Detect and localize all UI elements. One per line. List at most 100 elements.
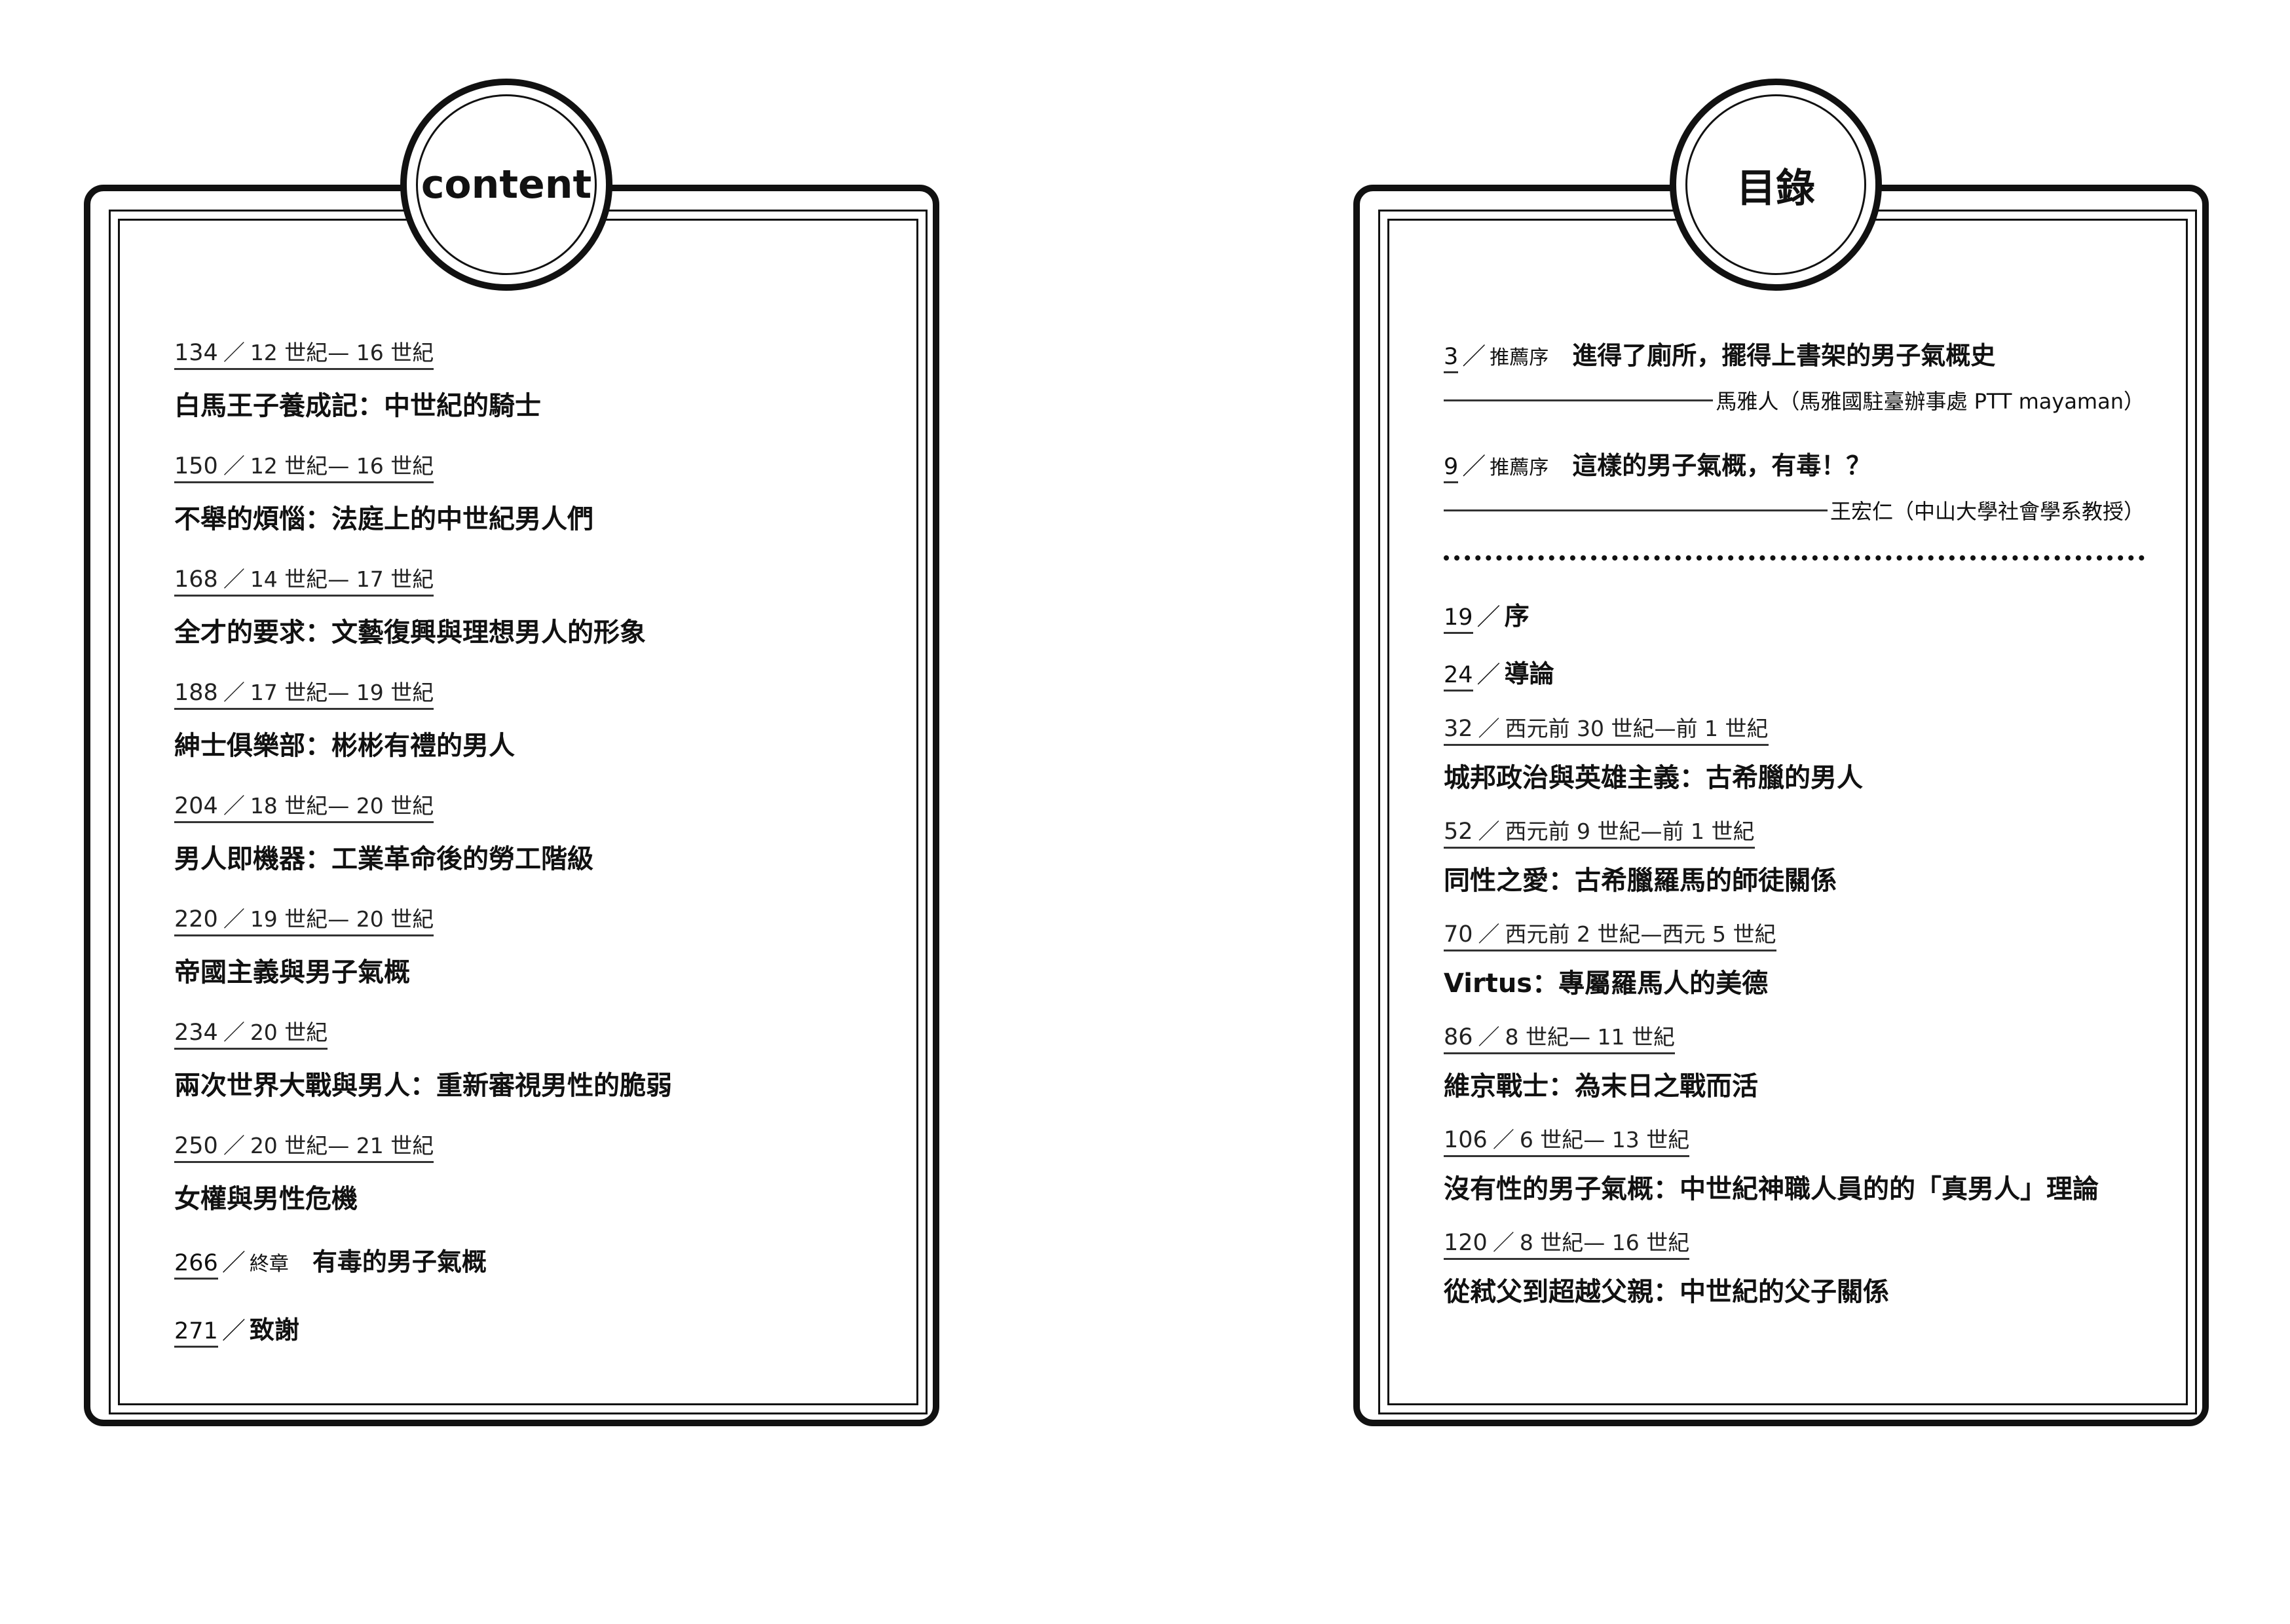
page-number: 234: [174, 1020, 218, 1046]
page-title: content: [421, 162, 592, 208]
separator: ／: [1478, 1024, 1500, 1050]
chapter-title: Virtus：專屬羅馬人的美德: [1444, 969, 1769, 999]
dotted-divider: [1444, 555, 2145, 561]
separator: ／: [221, 1318, 246, 1344]
period: 8 世紀— 11 世紀: [1505, 1024, 1676, 1050]
preface-entry[interactable]: 3／推薦序進得了廁所，擺得上書架的男子氣概史: [1444, 335, 2145, 373]
entry-meta: 250／20 世紀— 21 世紀: [174, 1128, 434, 1163]
toc-entry[interactable]: 168／14 世紀— 17 世紀 全才的要求：文藝復興與理想男人的形象: [174, 562, 875, 649]
chapter-title: 從弒父到超越父親：中世紀的父子關係: [1444, 1277, 1889, 1307]
page-number: 271: [174, 1318, 218, 1348]
period: 19 世紀— 20 世紀: [250, 906, 434, 932]
page-number: 250: [174, 1133, 218, 1159]
separator: ／: [223, 680, 245, 705]
page-number: 120: [1444, 1230, 1488, 1256]
page-number: 86: [1444, 1024, 1473, 1050]
preface-author: 王宏仁（中山大學社會學系教授）: [1444, 495, 2145, 525]
entry-meta: 32／西元前 30 世紀—前 1 世紀: [1444, 711, 1769, 746]
toc-entry[interactable]: 250／20 世紀— 21 世紀 女權與男性危機: [174, 1128, 875, 1215]
toc-list: 3／推薦序進得了廁所，擺得上書架的男子氣概史 馬雅人（馬雅國駐臺辦事處 PTT …: [1444, 335, 2145, 1328]
separator: ／: [223, 453, 245, 479]
period: 20 世紀— 21 世紀: [250, 1133, 434, 1158]
page-number: 52: [1444, 819, 1473, 845]
chapter-title: 維京戰士：為末日之戰而活: [1444, 1071, 1758, 1101]
entry-meta: 134／12 世紀— 16 世紀: [174, 335, 434, 370]
separator: ／: [223, 566, 245, 592]
chapter-title: 女權與男性危機: [174, 1184, 358, 1214]
chapter-title: 兩次世界大戰與男人：重新審視男性的脆弱: [174, 1071, 672, 1101]
toc-entry[interactable]: 120／8 世紀— 16 世紀 從弒父到超越父親：中世紀的父子關係: [1444, 1225, 2145, 1308]
chapter-title: 同性之愛：古希臘羅馬的師徒關係: [1444, 866, 1837, 896]
chapter-title: 沒有性的男子氣概：中世紀神職人員的的「真男人」理論: [1444, 1174, 2099, 1204]
separator: ／: [1492, 1230, 1514, 1255]
toc-entry-final[interactable]: 266／終章有毒的男子氣概: [174, 1242, 875, 1280]
chapter-title: 不舉的煩惱：法庭上的中世紀男人們: [174, 504, 593, 534]
author-name: 王宏仁（中山大學社會學系教授）: [1830, 499, 2145, 524]
separator: ／: [221, 1249, 246, 1276]
toc-entry[interactable]: 204／18 世紀— 20 世紀 男人即機器：工業革命後的勞工階級: [174, 788, 875, 876]
chapter-title: 城邦政治與英雄主義：古希臘的男人: [1444, 763, 1863, 793]
separator: ／: [1476, 604, 1501, 631]
page-number: 24: [1444, 662, 1473, 692]
page-number: 150: [174, 453, 218, 479]
page-number: 204: [174, 793, 218, 819]
medallion-ring: content: [416, 94, 597, 275]
chapter-title: 男人即機器：工業革命後的勞工階級: [174, 844, 593, 874]
period: 14 世紀— 17 世紀: [250, 566, 434, 592]
toc-panel-right: 目錄 3／推薦序進得了廁所，擺得上書架的男子氣概史 馬雅人（馬雅國駐臺辦事處 P…: [1353, 79, 2209, 1426]
section-label: 終章: [249, 1253, 289, 1276]
entry-meta: 234／20 世紀: [174, 1015, 328, 1050]
period: 西元前 9 世紀—前 1 世紀: [1505, 819, 1755, 844]
section-label: 推薦序: [1490, 346, 1549, 369]
entry-meta: 86／8 世紀— 11 世紀: [1444, 1020, 1676, 1054]
toc-entry-intro[interactable]: 24／導論: [1444, 654, 2145, 692]
toc-entry[interactable]: 234／20 世紀 兩次世界大戰與男人：重新審視男性的脆弱: [174, 1015, 875, 1102]
toc-entry[interactable]: 32／西元前 30 世紀—前 1 世紀 城邦政治與英雄主義：古希臘的男人: [1444, 711, 2145, 794]
separator: ／: [223, 1133, 245, 1158]
entry-meta: 120／8 世紀— 16 世紀: [1444, 1225, 1690, 1260]
toc-entry[interactable]: 134／12 世紀— 16 世紀 白馬王子養成記：中世紀的騎士: [174, 335, 875, 422]
preface-title: 進得了廁所，擺得上書架的男子氣概史: [1572, 341, 1996, 370]
separator: ／: [1478, 921, 1500, 947]
toc-entry[interactable]: 70／西元前 2 世紀—西元 5 世紀 Virtus：專屬羅馬人的美德: [1444, 917, 2145, 1000]
toc-entry[interactable]: 86／8 世紀— 11 世紀 維京戰士：為末日之戰而活: [1444, 1020, 2145, 1103]
toc-entry[interactable]: 52／西元前 9 世紀—前 1 世紀 同性之愛：古希臘羅馬的師徒關係: [1444, 814, 2145, 897]
separator: ／: [1478, 819, 1500, 844]
entry-meta: 188／17 世紀— 19 世紀: [174, 675, 434, 710]
preface-entry[interactable]: 9／推薦序這樣的男子氣概，有毒！？: [1444, 445, 2145, 483]
toc-entry-thanks[interactable]: 271／致謝: [174, 1310, 875, 1348]
separator: ／: [1462, 453, 1486, 480]
page-number: 32: [1444, 716, 1473, 742]
heading-medallion: content: [400, 79, 612, 291]
entry-meta: 204／18 世紀— 20 世紀: [174, 788, 434, 823]
toc-entry[interactable]: 150／12 世紀— 16 世紀 不舉的煩惱：法庭上的中世紀男人們: [174, 449, 875, 536]
page-number: 106: [1444, 1127, 1488, 1153]
page-number: 9: [1444, 454, 1459, 483]
chapter-title: 致謝: [249, 1316, 299, 1344]
chapter-title: 序: [1504, 602, 1530, 631]
author-rule: [1444, 399, 1714, 401]
chapter-title: 有毒的男子氣概: [312, 1247, 487, 1276]
period: 20 世紀: [250, 1020, 328, 1045]
page-number: 168: [174, 566, 218, 593]
toc-entry-intro[interactable]: 19／序: [1444, 596, 2145, 634]
frame-outer: [1353, 185, 2209, 1426]
author-name: 馬雅人（馬雅國駐臺辦事處 PTT mayaman）: [1716, 389, 2145, 414]
author-rule: [1444, 509, 1828, 511]
entry-meta: 52／西元前 9 世紀—前 1 世紀: [1444, 814, 1755, 849]
period: 8 世紀— 16 世紀: [1519, 1230, 1690, 1255]
period: 12 世紀— 16 世紀: [250, 453, 434, 479]
toc-entry[interactable]: 106／6 世紀— 13 世紀 沒有性的男子氣概：中世紀神職人員的的「真男人」理…: [1444, 1122, 2145, 1206]
period: 西元前 30 世紀—前 1 世紀: [1505, 716, 1769, 741]
separator: ／: [223, 340, 245, 365]
preface-title: 這樣的男子氣概，有毒！？: [1572, 451, 1871, 480]
toc-panel-left: content 134／12 世紀— 16 世紀 白馬王子養成記：中世紀的騎士 …: [84, 79, 939, 1426]
medallion-ring: 目錄: [1685, 94, 1866, 275]
entry-meta: 220／19 世紀— 20 世紀: [174, 902, 434, 936]
toc-entry[interactable]: 188／17 世紀— 19 世紀 紳士俱樂部：彬彬有禮的男人: [174, 675, 875, 762]
toc-entry[interactable]: 220／19 世紀— 20 世紀 帝國主義與男子氣概: [174, 902, 875, 989]
page-title: 目錄: [1736, 165, 1815, 212]
chapter-title: 導論: [1504, 659, 1554, 688]
page-number: 266: [174, 1250, 218, 1280]
entry-meta: 106／6 世紀— 13 世紀: [1444, 1122, 1690, 1157]
